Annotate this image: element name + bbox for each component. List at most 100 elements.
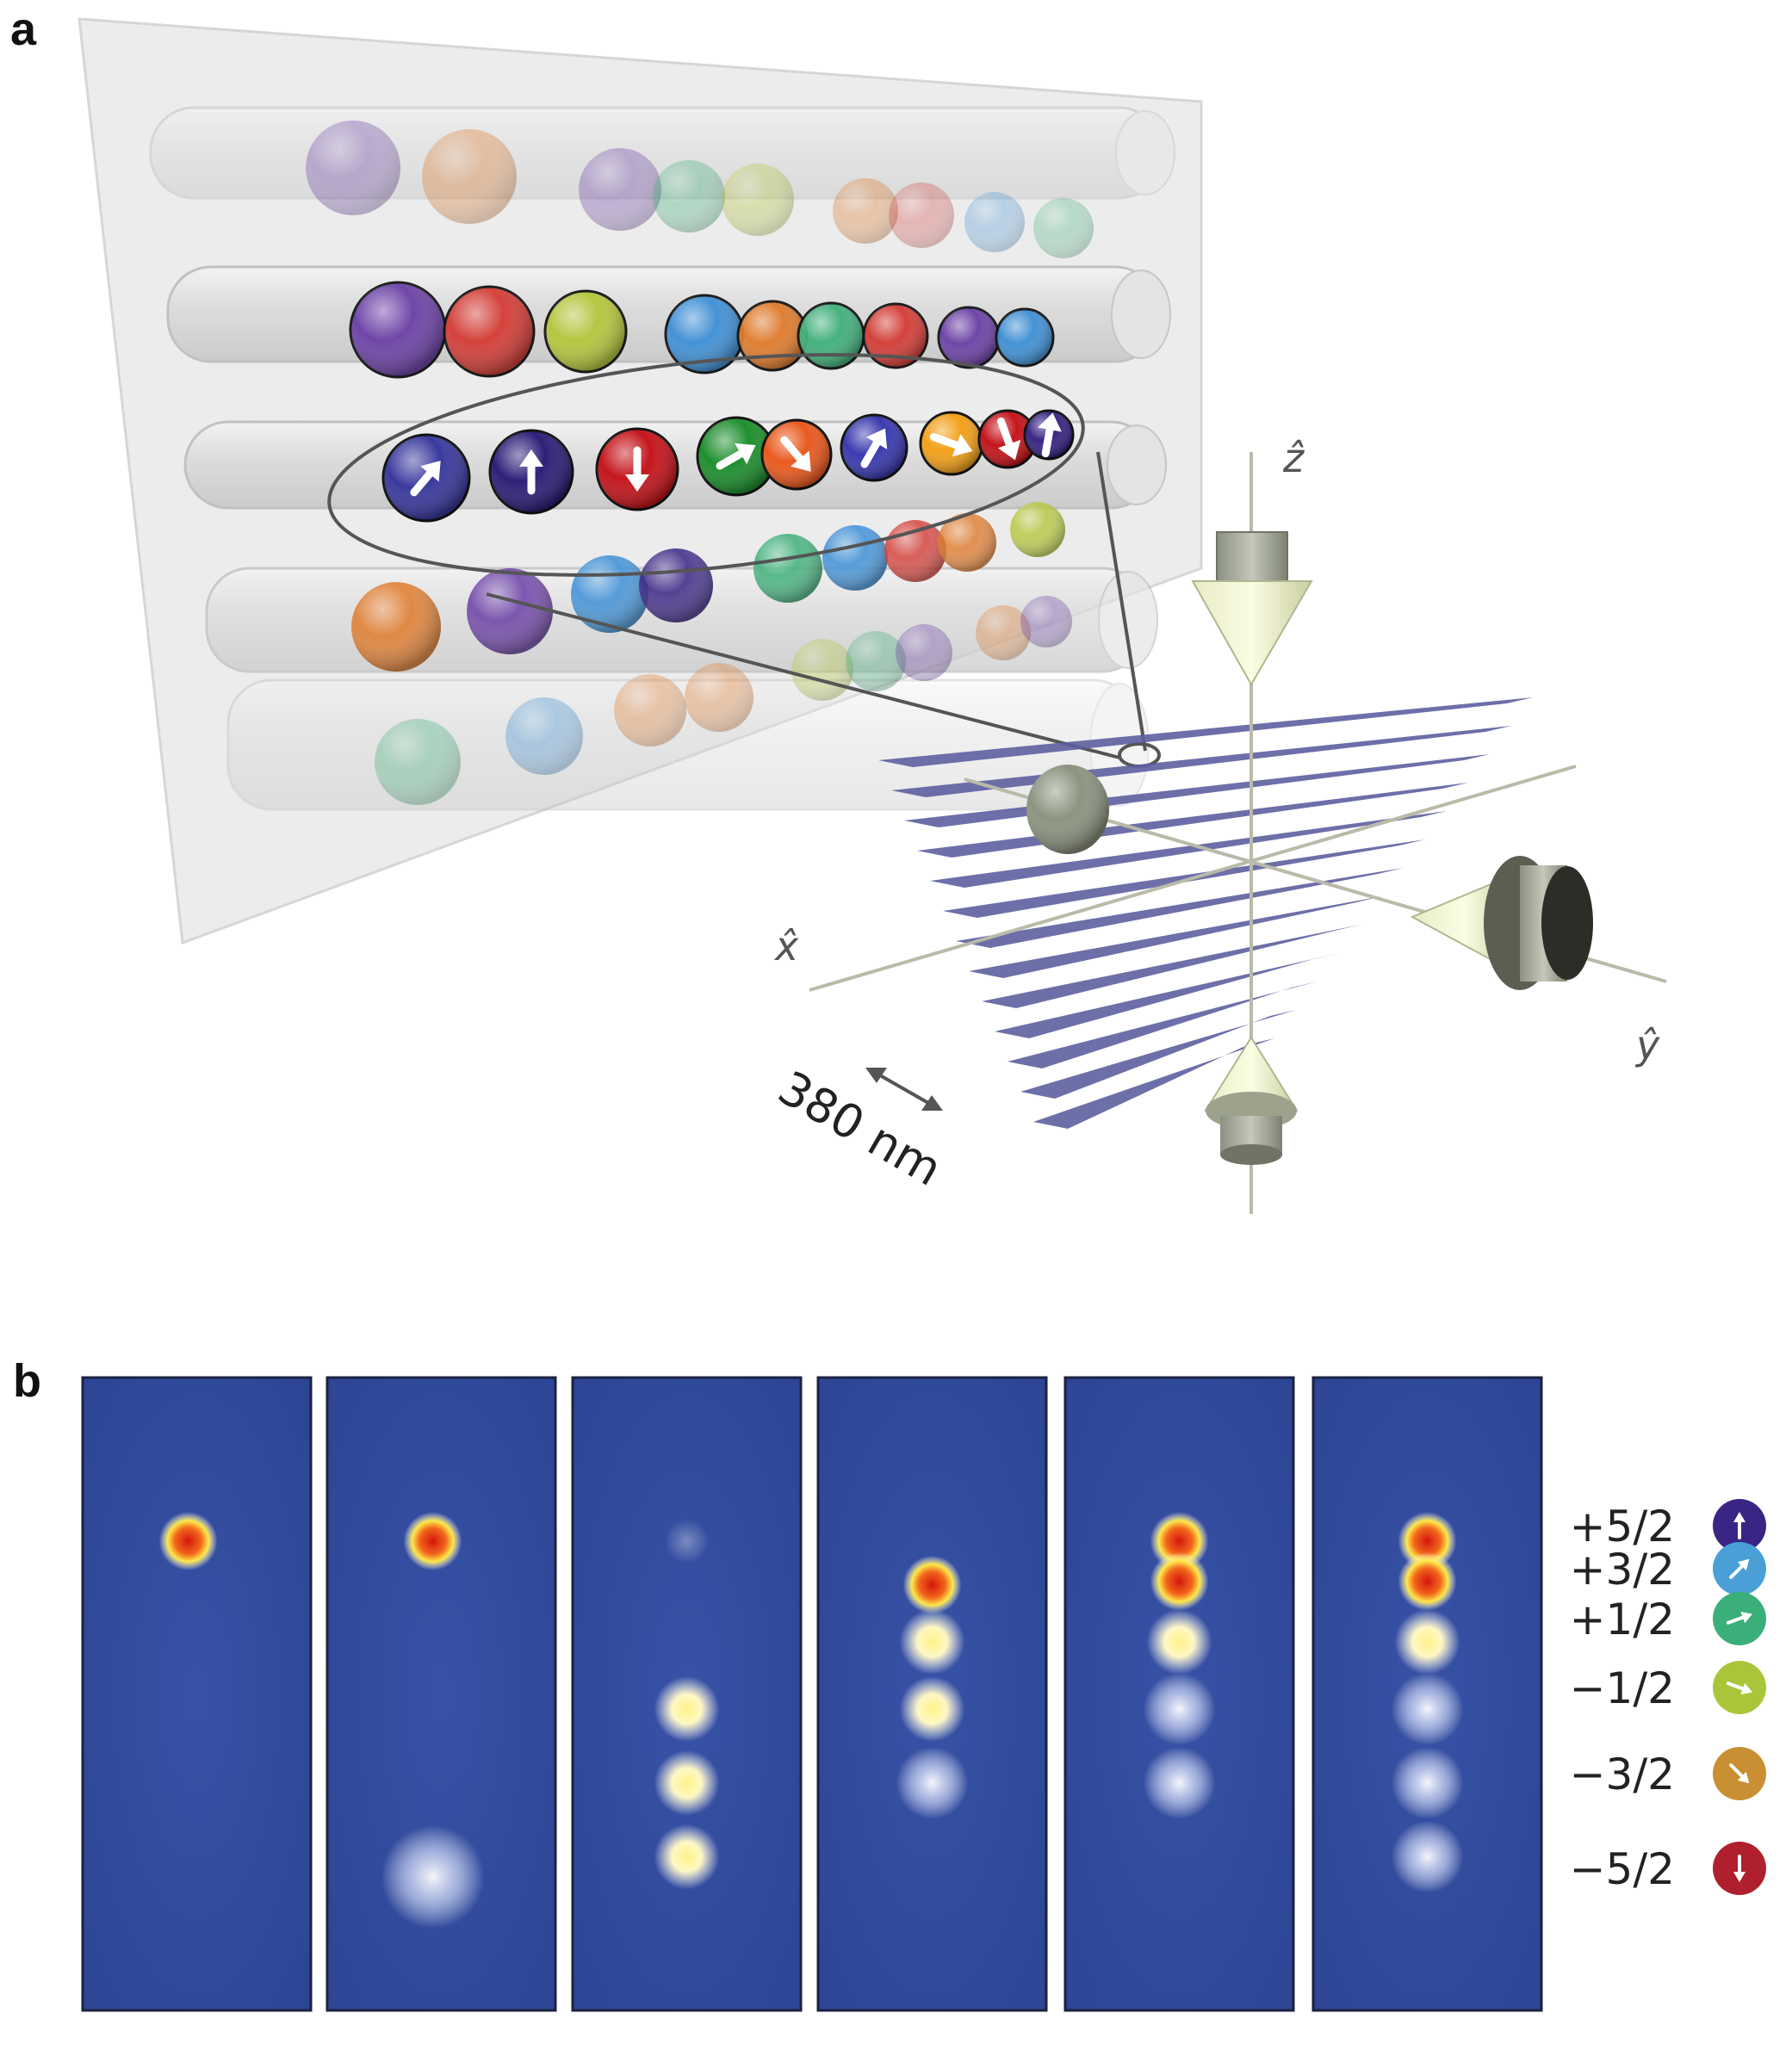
spin-spot: [1394, 1609, 1460, 1675]
atom: [349, 281, 447, 379]
legend-item: +1/2: [1570, 1592, 1766, 1645]
spin-legend: +5/2+3/2+1/2 −1/2 −3/2 −5/2: [1570, 1499, 1766, 1895]
spin-spot: [1391, 1820, 1464, 1893]
legend-label: +5/2: [1570, 1502, 1675, 1551]
atom: [896, 624, 952, 681]
laser-beam: [878, 697, 1533, 767]
legend-arrow-icon: [1729, 1763, 1750, 1784]
panel-b-letter: b: [13, 1355, 41, 1407]
atom: [797, 301, 865, 370]
legend-item: +5/2: [1570, 1499, 1766, 1552]
laser-beam: [956, 868, 1404, 948]
spin-spot: [1391, 1746, 1464, 1819]
side-beam-cone: [1410, 856, 1593, 990]
legend-item: −1/2: [1570, 1661, 1766, 1714]
legend-arrow-icon: [1733, 1512, 1745, 1539]
bottom-beam-cone: [1204, 1036, 1299, 1165]
legend-label: −1/2: [1570, 1663, 1675, 1713]
legend-arrow-icon: [1733, 1855, 1745, 1882]
atom: [685, 663, 753, 732]
panel-a: a ẑ x̂ ŷ: [10, 3, 1667, 1214]
absorption-frame: [1063, 1376, 1295, 2012]
atom: [995, 307, 1055, 368]
absorption-frame: [81, 1376, 313, 2012]
laser-beam: [982, 925, 1361, 1008]
spin-spot: [899, 1609, 965, 1675]
spin-arrow-icon: [996, 417, 1021, 461]
atom: [505, 697, 583, 775]
atom: [571, 555, 648, 633]
laser-beam: [930, 811, 1447, 888]
laser-beam: [1020, 1010, 1296, 1099]
spin-spot: [654, 1824, 720, 1890]
y-axis-label: ŷ: [1634, 1022, 1660, 1068]
spin-spot: [1143, 1746, 1216, 1819]
atom: [722, 164, 794, 236]
laser-beam: [969, 896, 1382, 978]
absorption-frame: [326, 1376, 557, 2012]
atom: [889, 183, 954, 248]
spin-spot: [1150, 1551, 1209, 1611]
atom: [653, 160, 725, 232]
atom: [579, 148, 661, 231]
legend-label: −3/2: [1570, 1750, 1675, 1799]
atom: [664, 294, 745, 375]
spin-spot: [381, 1825, 485, 1929]
legend-label: −5/2: [1570, 1844, 1675, 1894]
top-beam-cone: [1191, 531, 1313, 687]
spin-spot: [1398, 1551, 1457, 1611]
spin-arrow-icon: [410, 461, 441, 497]
atom-array: [306, 121, 1094, 805]
legend-arrow-icon: [1726, 1612, 1753, 1625]
spin-arrow-icon: [716, 443, 756, 470]
spin-spot: [403, 1512, 462, 1570]
absorption-images: [81, 1376, 1543, 2012]
spin-arrow-icon: [625, 446, 649, 492]
atom: [791, 639, 853, 701]
legend-label: +1/2: [1570, 1595, 1675, 1644]
x-axis-label: x̂: [773, 923, 799, 969]
atom: [833, 178, 898, 244]
atom: [306, 121, 400, 215]
atom: [753, 534, 822, 603]
scale-label: 380 nm: [770, 1061, 952, 1197]
spin-spot: [1391, 1673, 1464, 1745]
atom: [543, 289, 628, 374]
panel-a-letter: a: [10, 3, 37, 55]
atom: [862, 302, 929, 369]
atom: [639, 548, 713, 622]
zoom-callout: [327, 353, 1161, 768]
spin-spot: [654, 1676, 720, 1742]
spin-spot: [1143, 1673, 1216, 1745]
atom: [375, 719, 461, 805]
z-axis-label: ẑ: [1282, 435, 1305, 481]
spin-spot: [899, 1676, 965, 1742]
cloud-sphere: [1026, 765, 1109, 854]
spin-arrow-icon: [519, 449, 543, 495]
spin-spot: [1398, 1512, 1457, 1570]
atom: [422, 129, 517, 224]
spin-arrow-icon: [929, 432, 973, 457]
atom: [443, 285, 536, 378]
atom: [1010, 502, 1065, 557]
absorption-frame: [571, 1376, 803, 2012]
atom: [937, 306, 1001, 369]
legend-item: −3/2: [1570, 1747, 1766, 1800]
absorption-frame: [1311, 1376, 1543, 2012]
atom: [964, 192, 1025, 252]
panel-b: b +5/2+3/2+1/2 −1/2 −3/2 −5/2: [13, 1355, 1766, 2012]
spin-spot: [902, 1555, 962, 1614]
atom: [736, 300, 809, 372]
laser-beam: [1033, 1038, 1274, 1129]
atom: [822, 525, 888, 591]
spin-spot: [896, 1746, 969, 1819]
atom: [351, 582, 441, 672]
legend-arrow-icon: [1726, 1681, 1753, 1694]
spin-arrow-icon: [780, 436, 811, 472]
legend-item: +3/2: [1570, 1542, 1766, 1595]
legend-label: +3/2: [1570, 1545, 1675, 1595]
atom: [976, 605, 1031, 660]
atom: [614, 674, 686, 746]
legend-arrow-icon: [1729, 1558, 1750, 1579]
